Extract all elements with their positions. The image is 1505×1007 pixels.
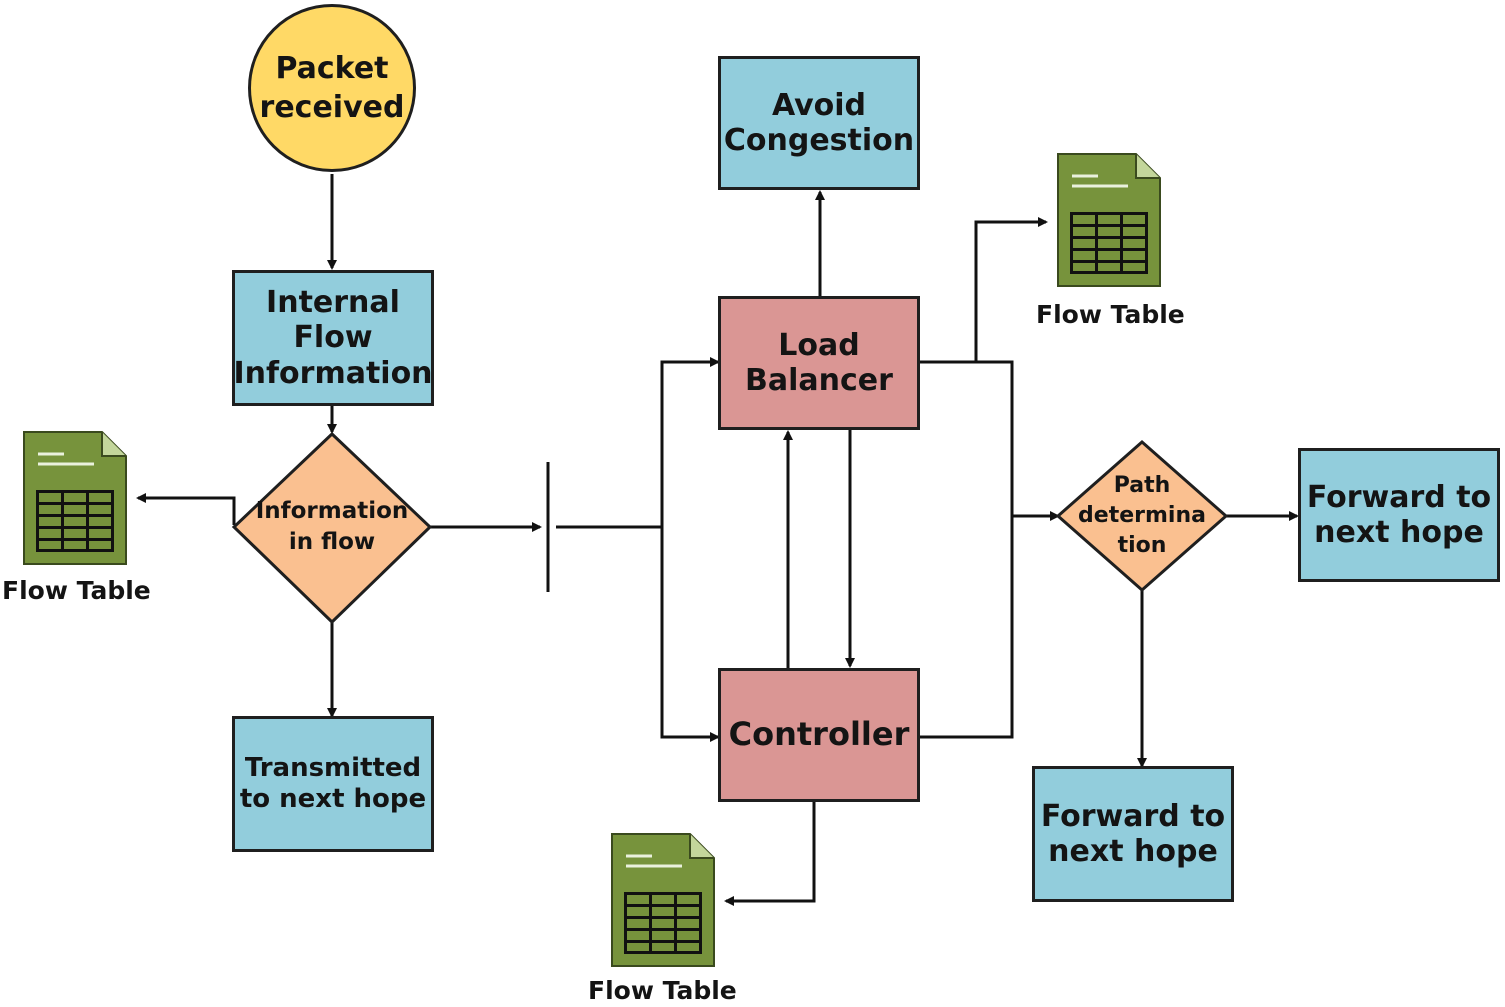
- decision-path-determination: [1055, 440, 1229, 592]
- flow-table-icon: [22, 430, 128, 566]
- packet-received-line-1: Packet: [275, 51, 389, 86]
- controller-box: Controller: [718, 668, 920, 802]
- path-determination-line-3: tion: [1117, 532, 1167, 558]
- connector-branch-to-controller: [660, 527, 720, 742]
- controller-label: Controller: [728, 715, 910, 754]
- information-in-flow-line-1: Information: [255, 497, 409, 524]
- path-determination-line-2: determina: [1078, 503, 1206, 529]
- forward-right-line-1: Forward to: [1306, 479, 1492, 515]
- start-packet-received: Packet received: [248, 4, 416, 172]
- flow-table-label-top-right: Flow Table: [1036, 300, 1185, 329]
- connector-balancer-to-flow-table: [920, 217, 1048, 364]
- forward-bottom-line-2: next hope: [1048, 834, 1218, 869]
- information-in-flow-line-2: in flow: [288, 529, 376, 555]
- transmitted-line-1: Transmitted: [244, 753, 422, 784]
- path-determination-label: Path determina tion: [1074, 464, 1210, 568]
- connector-diamond-to-left-table: [136, 493, 236, 525]
- connector-controller-to-bottom-table: [724, 802, 816, 906]
- internal-flow-line-2: Flow: [293, 320, 373, 356]
- internal-flow-information-box: Internal Flow Information: [232, 270, 434, 406]
- transmitted-box: Transmitted to next hope: [232, 716, 434, 852]
- load-balancer-line-1: Load: [778, 327, 860, 363]
- internal-flow-line-3: Information: [233, 355, 433, 391]
- avoid-congestion-line-1: Avoid: [771, 87, 867, 123]
- flow-table-icon: [610, 832, 716, 968]
- connector-branch-to-load-balancer: [660, 357, 720, 527]
- forward-next-hope-bottom-box: Forward to next hope: [1032, 766, 1234, 902]
- forward-right-line-2: next hope: [1314, 515, 1484, 550]
- flow-table-label-bottom: Flow Table: [588, 976, 737, 1005]
- path-determination-line-1: Path: [1113, 473, 1171, 499]
- forward-next-hope-right-box: Forward to next hope: [1298, 448, 1500, 582]
- load-balancer-line-2: Balancer: [745, 363, 893, 398]
- connector-balancer-to-merge: [920, 360, 1014, 739]
- forward-bottom-line-1: Forward to: [1040, 798, 1226, 834]
- load-balancer-box: Load Balancer: [718, 296, 920, 430]
- transmitted-line-2: to next hope: [239, 784, 427, 814]
- flow-table-label-left: Flow Table: [2, 576, 151, 605]
- packet-received-line-2: received: [259, 90, 405, 125]
- avoid-congestion-line-2: Congestion: [723, 123, 915, 158]
- internal-flow-line-1: Internal: [266, 284, 400, 320]
- flow-table-icon: [1056, 152, 1162, 288]
- information-in-flow-label: Information in flow: [252, 490, 412, 564]
- avoid-congestion-box: Avoid Congestion: [718, 56, 920, 190]
- decision-information-in-flow: [231, 431, 433, 625]
